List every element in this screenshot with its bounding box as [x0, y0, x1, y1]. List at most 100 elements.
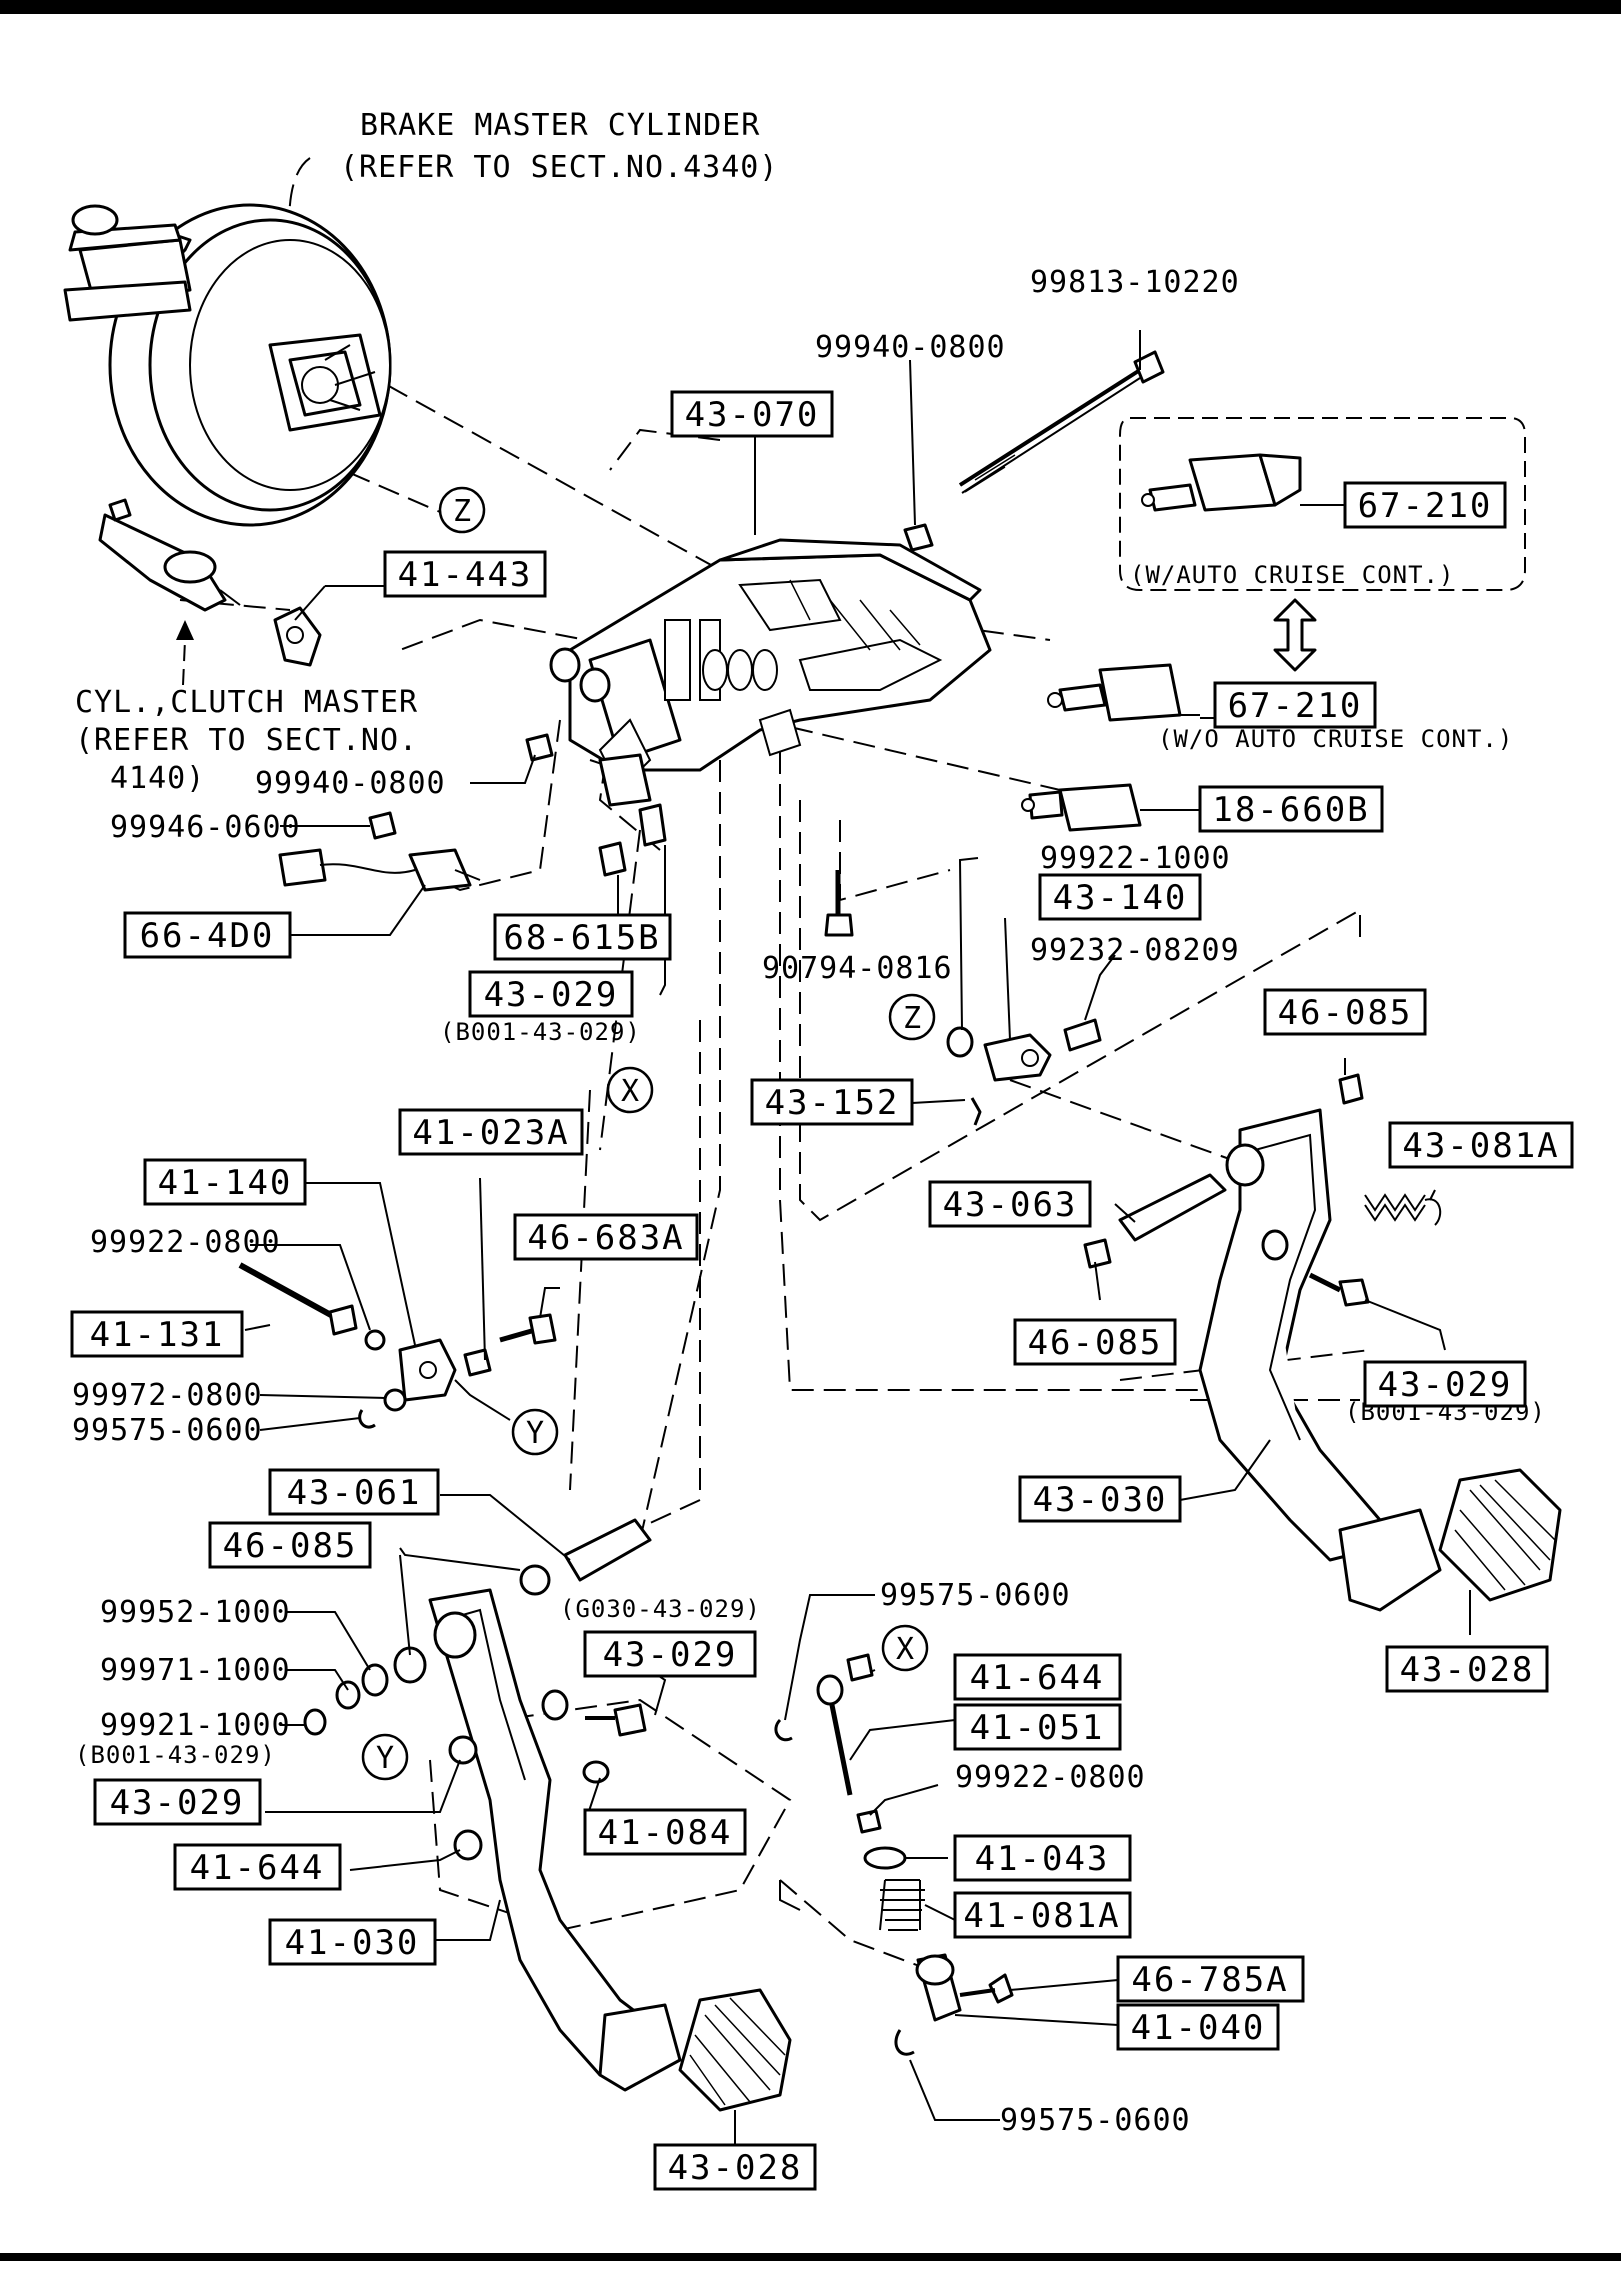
washer-41-043-illustration	[863, 1846, 907, 1870]
brake-master-title: BRAKE MASTER CYLINDER	[360, 108, 760, 143]
svg-text:41-030: 41-030	[285, 1923, 420, 1963]
washer-99972-illustration	[383, 1388, 407, 1412]
boxed-part-43-029-right: 43-029	[1363, 1360, 1527, 1408]
boxed-part-68-615b: 68-615B	[493, 913, 672, 961]
bolt-90794-illustration	[824, 870, 854, 937]
boxed-part-43-029-top: 43-029	[468, 970, 634, 1018]
ref-marker-y-bottom: Y	[361, 1733, 409, 1781]
part-99575-0600-bottom: 99575-0600	[1000, 2103, 1191, 2138]
part-99946-0600: 99946-0600	[110, 810, 301, 845]
part-99972-0800: 99972-0800	[72, 1378, 263, 1413]
bushing-41-023a-illustration	[463, 1348, 492, 1377]
svg-text:18-660B: 18-660B	[1212, 790, 1369, 830]
clevis-43-140-illustration	[946, 1018, 1102, 1126]
b001-note-c: (B001-43-029)	[75, 1741, 276, 1769]
boxed-part-67-210-with: 67-210	[1343, 481, 1507, 529]
boxed-part-46-085-left: 46-085	[208, 1521, 372, 1569]
sleeve-43-061-illustration	[563, 1518, 652, 1582]
washer-99971-illustration	[335, 1680, 361, 1710]
boxed-part-43-029-left: 43-029	[93, 1778, 262, 1826]
svg-text:41-644: 41-644	[970, 1658, 1105, 1698]
nut-99940-left-illustration	[525, 733, 554, 762]
bolt-43-029-right-illustration	[1308, 1272, 1370, 1307]
part-99971-1000: 99971-1000	[100, 1653, 291, 1688]
bolt-99813-illustration	[958, 350, 1165, 494]
sleeve-43-063-illustration	[1118, 1173, 1227, 1242]
svg-text:41-051: 41-051	[970, 1708, 1105, 1748]
ref-marker-y-top: Y	[511, 1408, 559, 1456]
boxed-part-43-081a: 43-081A	[1388, 1121, 1574, 1169]
washer-99952-illustration	[361, 1663, 389, 1697]
part-99921-1000: 99921-1000	[100, 1708, 291, 1743]
cruise-switch-without-illustration	[1047, 663, 1200, 722]
boxed-part-41-131: 41-131	[70, 1310, 244, 1358]
svg-text:41-131: 41-131	[90, 1315, 225, 1355]
rod-41-051-illustration	[816, 1674, 853, 1796]
boxed-part-67-210-without: 67-210	[1213, 681, 1377, 729]
svg-text:46-683A: 46-683A	[527, 1218, 684, 1258]
nut-99946-illustration	[368, 811, 397, 840]
boxed-part-43-028-right: 43-028	[1385, 1645, 1549, 1693]
nut-99940-top-illustration	[903, 523, 934, 552]
clutch-pedal-illustration	[428, 1588, 682, 2092]
svg-text:41-081A: 41-081A	[963, 1896, 1120, 1936]
svg-text:43-140: 43-140	[1053, 878, 1188, 918]
svg-text:43-070: 43-070	[685, 395, 820, 435]
boxed-part-43-070: 43-070	[670, 390, 834, 438]
leader-lines	[244, 330, 1471, 2148]
bushing-46-085-left-illustration	[519, 1564, 551, 1596]
boxed-part-43-061: 43-061	[268, 1468, 440, 1516]
part-99922-0800-left: 99922-0800	[90, 1225, 281, 1260]
boxed-part-18-660b: 18-660B	[1198, 785, 1384, 833]
svg-text:41-040: 41-040	[1131, 2008, 1266, 2048]
part-99575-0600-left: 99575-0600	[72, 1413, 263, 1448]
boxed-part-41-084: 41-084	[583, 1808, 747, 1856]
bolt-43-029-mid-illustration	[613, 1703, 647, 1737]
w-auto-cruise-note: (W/AUTO CRUISE CONT.)	[1130, 561, 1454, 589]
part-99922-1000: 99922-1000	[1040, 841, 1231, 876]
pin-46-683a-illustration	[499, 1313, 557, 1345]
spring-43-081a-illustration	[1364, 1193, 1442, 1226]
bushing-46-085-lower-illustration	[1083, 1238, 1112, 1269]
svg-text:43-061: 43-061	[287, 1473, 422, 1513]
pedal-bracket-illustration	[549, 538, 992, 792]
svg-text:43-029: 43-029	[603, 1635, 738, 1675]
bushing-41-644-right-illustration	[846, 1653, 874, 1682]
brake-pedal-illustration	[1198, 1108, 1442, 1612]
turnbuckle-41-040-illustration	[915, 1953, 962, 2022]
boxed-part-66-4d0: 66-4D0	[123, 911, 292, 959]
svg-text:43-029: 43-029	[484, 975, 619, 1015]
svg-text:41-644: 41-644	[190, 1848, 325, 1888]
cruise-enclosure	[1119, 417, 1526, 591]
boxed-part-43-063: 43-063	[928, 1180, 1092, 1228]
svg-text:X: X	[621, 1074, 639, 1109]
stopper-41-084-illustration	[582, 1760, 610, 1784]
pin-46-785a-illustration	[959, 1973, 1014, 2004]
boxed-part-41-043: 41-043	[953, 1834, 1132, 1882]
svg-text:43-029: 43-029	[110, 1783, 245, 1823]
svg-text:67-210: 67-210	[1358, 486, 1493, 526]
bracket-43-029-top-illustration	[638, 803, 667, 847]
svg-text:43-152: 43-152	[765, 1083, 900, 1123]
part-99575-0600-mid: 99575-0600	[880, 1578, 1071, 1613]
boxed-part-46-085-lower: 46-085	[1013, 1318, 1177, 1366]
pushrod-41-131-illustration	[238, 1262, 358, 1336]
svg-text:41-023A: 41-023A	[412, 1113, 569, 1153]
svg-text:41-043: 41-043	[975, 1839, 1110, 1879]
boxed-part-41-030: 41-030	[268, 1918, 437, 1966]
boxed-part-43-029-mid: 43-029	[583, 1630, 757, 1678]
svg-text:46-085: 46-085	[1028, 1323, 1163, 1363]
svg-text:46-085: 46-085	[1278, 993, 1413, 1033]
brake-booster-illustration	[63, 203, 392, 527]
svg-text:X: X	[896, 1632, 914, 1667]
nut-99922-0800-b-illustration	[856, 1809, 882, 1834]
ref-marker-z-mid: Z	[888, 993, 936, 1041]
boxed-part-41-644-left: 41-644	[173, 1843, 342, 1891]
g030-note: (G030-43-029)	[560, 1595, 761, 1623]
svg-text:46-085: 46-085	[223, 1526, 358, 1566]
nut-99921-illustration	[303, 1708, 327, 1736]
ref-marker-x-bottom: X	[881, 1624, 929, 1672]
svg-text:43-028: 43-028	[1400, 1650, 1535, 1690]
part-99952-1000: 99952-1000	[100, 1595, 291, 1630]
